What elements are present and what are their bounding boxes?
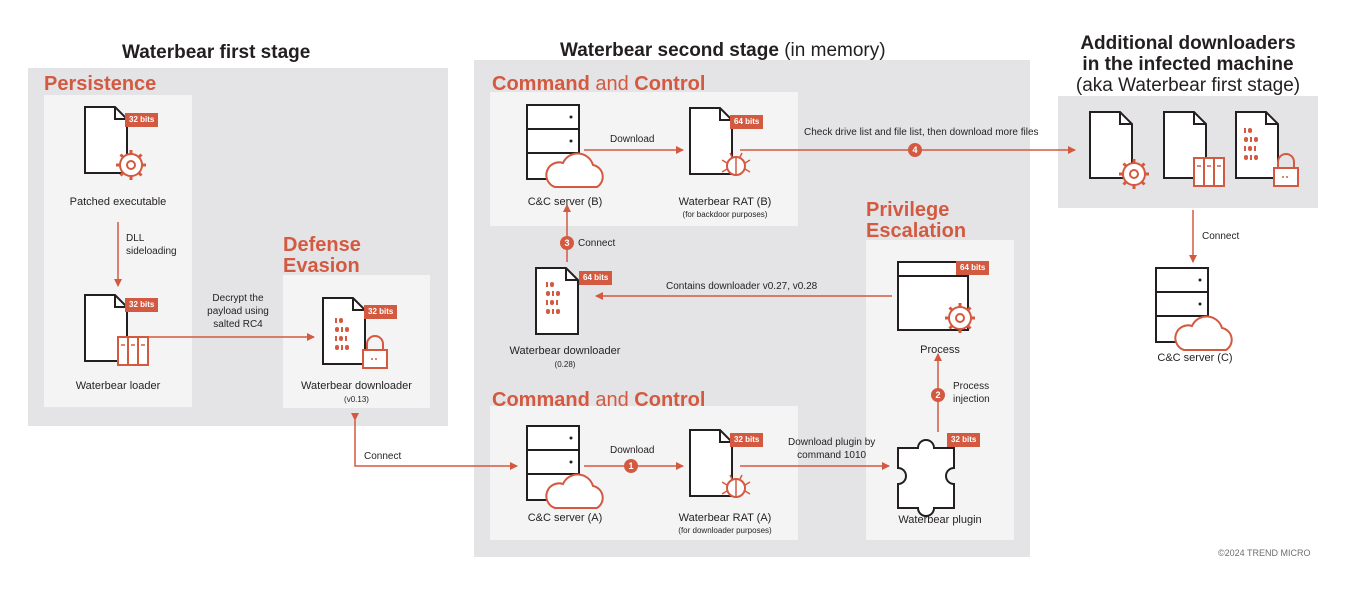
- rat-a-sublabel: (for downloader purposes): [678, 526, 772, 535]
- rat-b-label: Waterbear RAT (B): [678, 196, 772, 208]
- edge-check-drive: Check drive list and file list, then dow…: [804, 127, 1039, 138]
- cc-a-title-control: Control: [634, 389, 706, 411]
- badge-rat-b: 64 bits: [730, 115, 764, 129]
- copyright: ©2024 TREND MICRO: [1218, 548, 1311, 558]
- persistence-title: Persistence: [44, 73, 157, 95]
- downloader-v013-sublabel: (v0.13): [344, 395, 369, 404]
- badge-process: 64 bits: [956, 261, 990, 275]
- edge-decrypt-line-2: payload using: [207, 306, 269, 317]
- badge-downloader-v013: 32 bits: [364, 305, 398, 319]
- edge-dll-sideloading: DLL sideloading: [126, 232, 177, 258]
- downloader-028-icon: [535, 267, 579, 335]
- defense-evasion-title-line-1: Defense: [283, 234, 361, 256]
- right-title-line-3: (aka Waterbear first stage): [1075, 75, 1301, 96]
- cc-a-title: Command and Control: [492, 390, 705, 411]
- arrow-connect-a: [351, 413, 518, 470]
- cc-server-c-icon: [1155, 267, 1233, 351]
- cc-server-b-icon: [526, 104, 604, 188]
- badge-plugin: 32 bits: [947, 433, 981, 447]
- edge-download-a: Download: [610, 445, 655, 456]
- step-4-marker: 4: [908, 143, 922, 157]
- defense-evasion-title: Defense Evasion: [283, 235, 361, 277]
- downloader-028-sublabel: (0.28): [554, 360, 576, 369]
- rat-b-sublabel: (for backdoor purposes): [682, 210, 768, 219]
- plugin-label: Waterbear plugin: [898, 514, 982, 526]
- edge-contains: Contains downloader v0.27, v0.28: [666, 281, 818, 292]
- rat-a-label: Waterbear RAT (A): [678, 512, 772, 524]
- edge-connect-c: Connect: [1202, 231, 1240, 242]
- cc-b-title-and: and: [595, 73, 629, 95]
- additional-doc-gear-icon: [1089, 111, 1151, 191]
- cc-a-title-command: Command: [492, 389, 590, 411]
- additional-doc-rack-icon: [1163, 111, 1225, 187]
- edge-download-plugin: Download plugin by command 1010: [788, 436, 875, 462]
- plugin-puzzle-icon: [897, 439, 955, 517]
- right-title-line-2: in the infected machine: [1082, 54, 1294, 75]
- first-stage-title: Waterbear first stage: [122, 42, 311, 63]
- cc-a-label: C&C server (A): [527, 512, 603, 524]
- edge-decrypt-line-3: salted RC4: [213, 319, 263, 330]
- downloader-028-label: Waterbear downloader: [509, 345, 621, 357]
- edge-download-plugin-line-2: command 1010: [797, 450, 867, 461]
- edge-connect-b: Connect: [578, 238, 616, 249]
- process-label: Process: [920, 344, 960, 356]
- edge-decrypt: Decrypt the payload using salted RC4: [198, 292, 278, 331]
- badge-loader: 32 bits: [125, 298, 159, 312]
- cc-a-title-and: and: [595, 389, 629, 411]
- edge-dll-line-2: sideloading: [126, 246, 177, 257]
- edge-dll-line-1: DLL: [126, 233, 145, 244]
- edge-download-plugin-line-1: Download plugin by: [788, 437, 876, 448]
- second-stage-title: Waterbear second stage (in memory): [560, 40, 886, 62]
- cc-b-label: C&C server (B): [527, 196, 603, 208]
- cc-c-label: C&C server (C): [1157, 352, 1233, 364]
- second-stage-title-light: (in memory): [784, 40, 886, 61]
- privilege-escalation-title-line-1: Privilege: [866, 199, 950, 221]
- right-title-line-1: Additional downloaders: [1080, 33, 1296, 54]
- badge-patched-executable: 32 bits: [125, 113, 159, 127]
- arrows: [114, 146, 1197, 470]
- privilege-escalation-title-line-2: Escalation: [866, 220, 967, 242]
- badge-downloader-028: 64 bits: [579, 271, 613, 285]
- patched-executable-label: Patched executable: [69, 196, 167, 208]
- second-stage-title-bold: Waterbear second stage: [560, 40, 779, 61]
- step-1-marker: 1: [624, 459, 638, 473]
- step-3-marker: 3: [560, 236, 574, 250]
- step-2-marker: 2: [931, 388, 945, 402]
- downloader-v013-label: Waterbear downloader: [301, 380, 412, 392]
- edge-decrypt-line-1: Decrypt the: [212, 293, 264, 304]
- edge-process-injection-line-1: Process: [953, 381, 990, 392]
- waterbear-loader-label: Waterbear loader: [75, 380, 161, 392]
- cc-b-title-control: Control: [634, 73, 706, 95]
- edge-download-b: Download: [610, 134, 655, 145]
- badge-rat-a: 32 bits: [730, 433, 764, 447]
- edge-process-injection-line-2: injection: [953, 394, 990, 405]
- cc-server-a-icon: [526, 425, 604, 509]
- cc-b-title: Command and Control: [492, 74, 705, 95]
- privilege-escalation-title: Privilege Escalation: [866, 200, 966, 242]
- edge-connect-a: Connect: [364, 451, 402, 462]
- cc-b-title-command: Command: [492, 73, 590, 95]
- additional-downloaders-title: Additional downloaders in the infected m…: [1052, 33, 1324, 96]
- edge-process-injection: Process injection: [953, 380, 990, 406]
- additional-doc-lock-icon: [1235, 111, 1299, 187]
- defense-evasion-title-line-2: Evasion: [283, 255, 360, 277]
